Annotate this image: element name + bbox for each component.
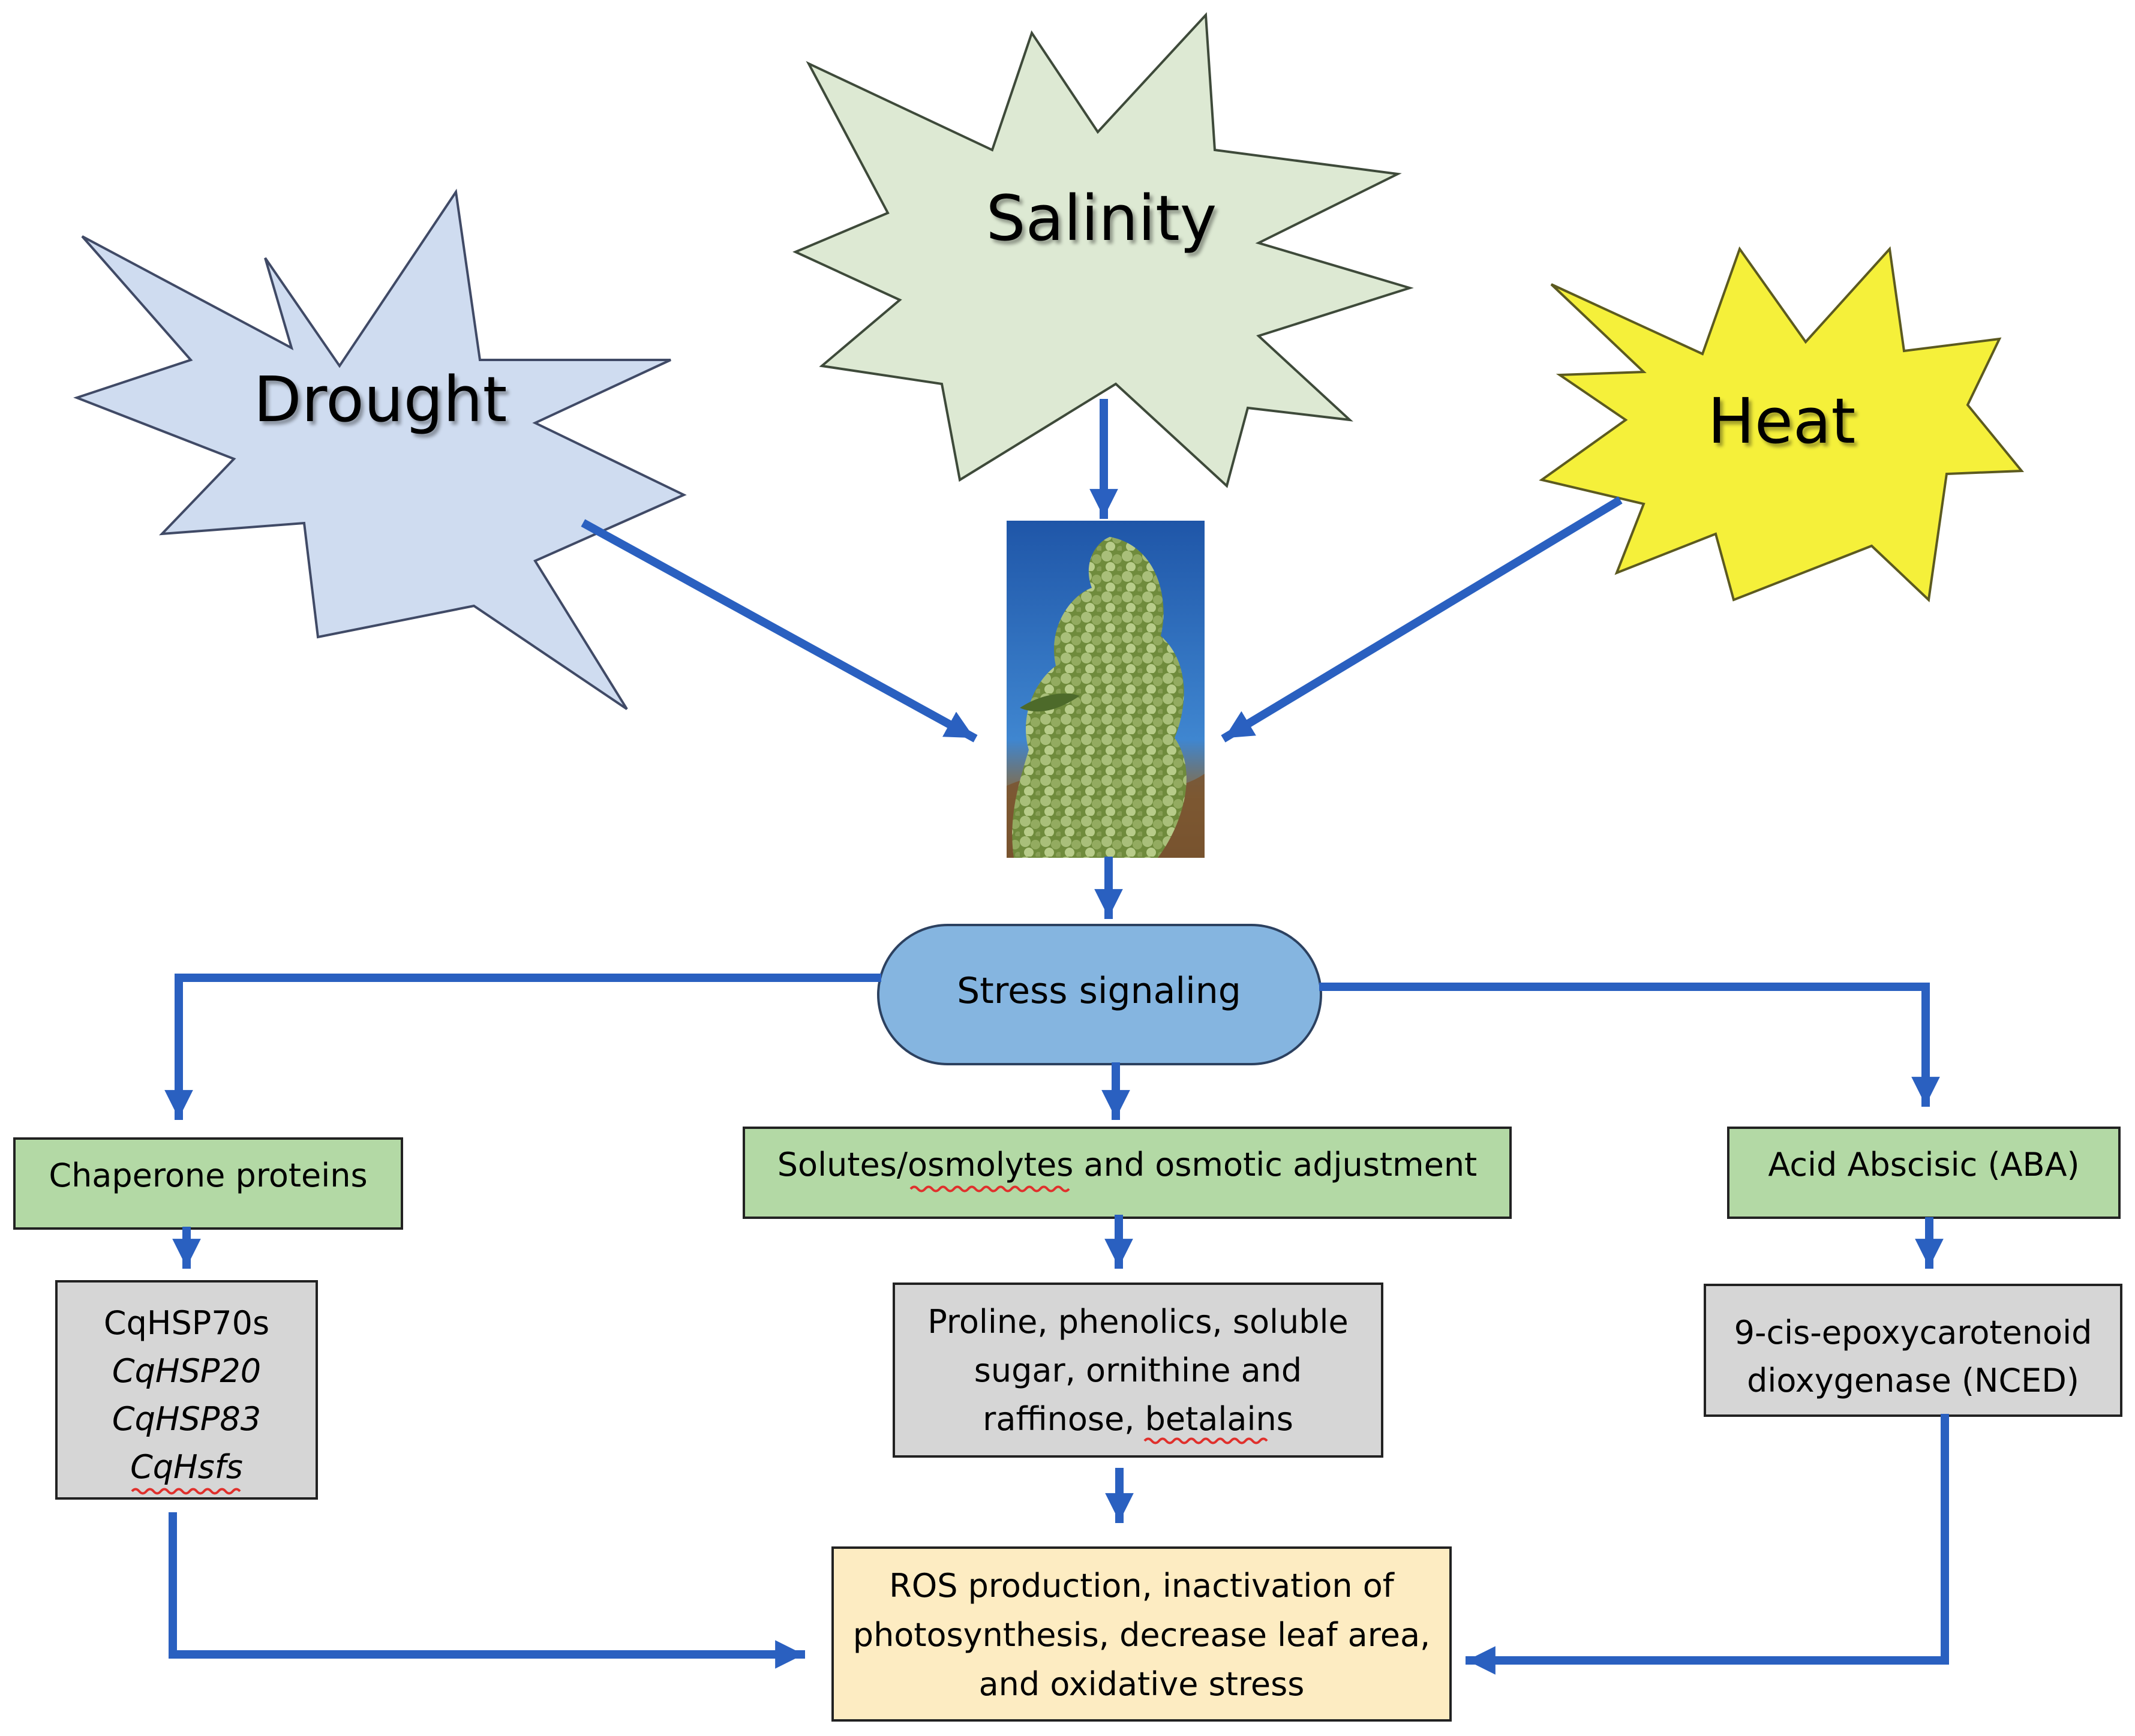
chaperone-branch: Chaperone proteins — [13, 1137, 403, 1230]
spellcheck-underline-osmolytes — [909, 1185, 1070, 1193]
stress-to-plant-arrows — [581, 399, 1623, 919]
hsp-box — [55, 1280, 318, 1500]
nced-detail: 9-cis-epoxycarotenoid dioxygenase (NCED) — [1704, 1284, 2122, 1417]
stress-signaling-pill — [877, 924, 1322, 1065]
hsp-line-1: CqHSP70s — [104, 1304, 269, 1342]
nced-line-1: 9-cis-epoxycarotenoid — [1734, 1314, 2092, 1351]
heat-label: Heat — [1708, 385, 1856, 458]
quinoa-plant-photo — [1007, 521, 1205, 858]
drought-label: Drought — [254, 363, 508, 436]
spellcheck-underline-cqhsfs — [131, 1488, 241, 1495]
hsp-line-4: CqHsfs — [130, 1448, 243, 1486]
spellcheck-underline-betalains — [1143, 1437, 1268, 1444]
solutes-label: Solutes/osmolytes and osmotic adjustment — [777, 1146, 1477, 1184]
solutes-box — [743, 1127, 1512, 1219]
heat-stress-burst: Heat — [1539, 246, 2025, 603]
outcome-line-3: and oxidative stress — [979, 1665, 1305, 1703]
signaling-to-branches-arrows — [164, 974, 1940, 1120]
detail-to-outcome-arrows — [169, 1414, 1949, 1675]
salinity-starburst-shape — [792, 12, 1414, 488]
heat-starburst-shape — [1539, 246, 2025, 603]
salinity-stress-burst: Salinity — [792, 12, 1414, 488]
branch-to-detail-arrows — [172, 1215, 1944, 1269]
nced-box — [1704, 1284, 2122, 1417]
drought-stress-burst: Drought — [73, 188, 687, 710]
chaperone-label: Chaperone proteins — [49, 1157, 367, 1194]
hsp-detail: CqHSP70s CqHSP20 CqHSP83 CqHsfs — [55, 1280, 318, 1500]
aba-label: Acid Abscisic (ABA) — [1768, 1146, 2079, 1184]
stress-signaling-node: Stress signaling — [877, 924, 1322, 1065]
osmolytes-box — [893, 1283, 1383, 1458]
hsp-line-3: CqHSP83 — [112, 1400, 261, 1438]
aba-branch: Acid Abscisic (ABA) — [1727, 1127, 2121, 1219]
signaling-to-chaperone-arrow — [164, 974, 881, 1120]
stress-signaling-label: Stress signaling — [957, 970, 1241, 1012]
heat-to-plant-arrow — [1221, 496, 1623, 743]
outcome-box — [831, 1546, 1452, 1722]
outcome-line-2: photosynthesis, decrease leaf area, — [853, 1616, 1430, 1654]
osmolytes-line-3: raffinose, betalains — [983, 1400, 1293, 1438]
aba-box — [1727, 1127, 2121, 1219]
nced-to-outcome-arrow — [1466, 1414, 1949, 1675]
plant-panicle — [1012, 537, 1187, 858]
salinity-label: Salinity — [986, 182, 1217, 255]
hsp-to-outcome-arrow — [169, 1512, 805, 1669]
nced-line-2: dioxygenase (NCED) — [1747, 1362, 2079, 1399]
hsp-line-2: CqHSP20 — [112, 1352, 261, 1390]
osmolytes-detail: Proline, phenolics, soluble sugar, ornit… — [893, 1283, 1383, 1458]
outcome-line-1: ROS production, inactivation of — [889, 1567, 1395, 1605]
drought-starburst-shape — [73, 188, 687, 710]
outcome-node: ROS production, inactivation of photosyn… — [831, 1546, 1452, 1722]
osmolytes-line-1: Proline, phenolics, soluble — [927, 1303, 1349, 1341]
drought-to-plant-arrow — [581, 519, 978, 743]
chaperone-box — [13, 1137, 403, 1230]
osmolytes-line-2: sugar, ornithine and — [974, 1351, 1302, 1389]
signaling-to-aba-arrow — [1319, 983, 1940, 1107]
solutes-branch: Solutes/osmolytes and osmotic adjustment — [743, 1127, 1512, 1219]
